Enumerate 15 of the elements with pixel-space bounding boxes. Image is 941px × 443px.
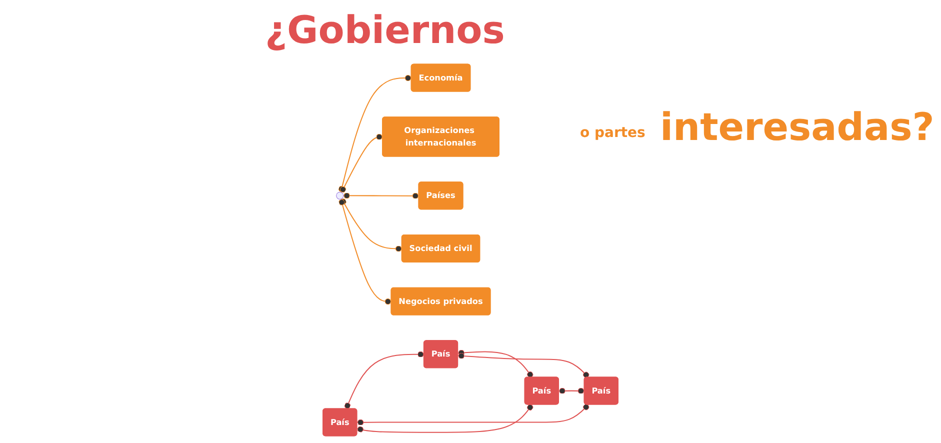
heading-text: o partes	[580, 125, 646, 141]
connector	[338, 74, 412, 192]
heading: ¿Gobiernos	[265, 8, 505, 52]
connector	[357, 404, 534, 433]
connector	[340, 198, 402, 252]
connector	[458, 350, 534, 378]
connector	[458, 352, 590, 378]
connector	[340, 134, 383, 193]
connector	[338, 198, 392, 305]
connector	[344, 351, 424, 409]
heading: interesadas?	[660, 105, 934, 149]
connector	[558, 388, 584, 394]
node-circle	[336, 192, 344, 200]
connector	[343, 192, 419, 199]
connector	[357, 404, 590, 426]
